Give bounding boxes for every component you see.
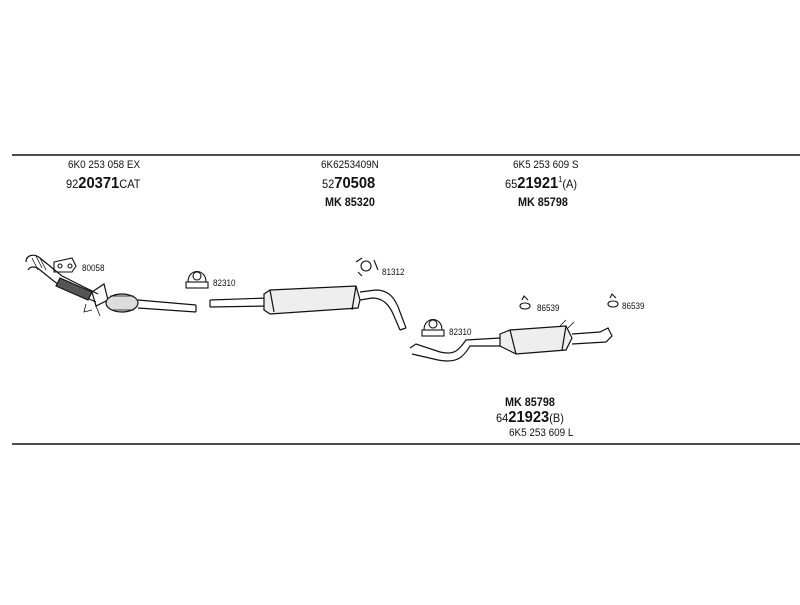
rear-a-pn-main: 21921 xyxy=(517,175,559,192)
gasket-1-label: 80058 xyxy=(82,263,105,273)
rear-a-pn-sup: 1 xyxy=(558,175,563,184)
rear-b-oe-number: 6K5 253 609 L xyxy=(509,427,574,439)
rear-a-pn-prefix: 65 xyxy=(505,177,518,191)
rear-b-pn-prefix: 64 xyxy=(496,411,509,425)
clamp-3-label: 82310 xyxy=(449,327,472,337)
clamp-3 xyxy=(421,318,445,337)
rear-silencer xyxy=(409,319,613,362)
gasket-1 xyxy=(53,257,77,273)
clamp-1 xyxy=(185,270,209,289)
cat-part-number: 9220371CAT xyxy=(66,176,140,192)
rear-b-mk-number: MK 85798 xyxy=(505,395,555,409)
cat-pn-suffix: CAT xyxy=(119,177,141,191)
cat-oe-number: 6K0 253 058 EX xyxy=(68,159,141,171)
rear-a-pn-suffix: (A) xyxy=(562,177,578,191)
rear-b-part-number: 6421923(B) xyxy=(496,410,564,426)
hanger-1-label: 86539 xyxy=(537,303,560,313)
middle-oe-number: 6K6253409N xyxy=(321,159,379,171)
middle-mk-number: MK 85320 xyxy=(325,195,375,209)
rear-b-pn-main: 21923 xyxy=(508,409,550,426)
rear-b-pn-suffix: (B) xyxy=(549,411,564,425)
hanger-1 xyxy=(519,295,531,310)
rear-a-mk-number: MK 85798 xyxy=(518,195,568,209)
hanger-2-label: 86539 xyxy=(622,301,645,311)
catalytic-converter-assembly xyxy=(25,254,197,317)
middle-part-number: 5270508 xyxy=(322,176,375,192)
rear-a-part-number: 65219211(A) xyxy=(505,176,577,192)
hanger-2 xyxy=(607,293,619,308)
clamp-1-label: 82310 xyxy=(213,278,236,288)
cat-pn-prefix: 92 xyxy=(66,177,79,191)
rear-a-oe-number: 6K5 253 609 S xyxy=(513,159,579,171)
middle-pn-prefix: 52 xyxy=(322,177,335,191)
cat-pn-main: 20371 xyxy=(78,175,120,192)
clamp-2-label: 81312 xyxy=(382,267,405,277)
clamp-2 xyxy=(355,257,379,277)
middle-silencer xyxy=(209,285,407,331)
middle-pn-main: 70508 xyxy=(334,175,376,192)
